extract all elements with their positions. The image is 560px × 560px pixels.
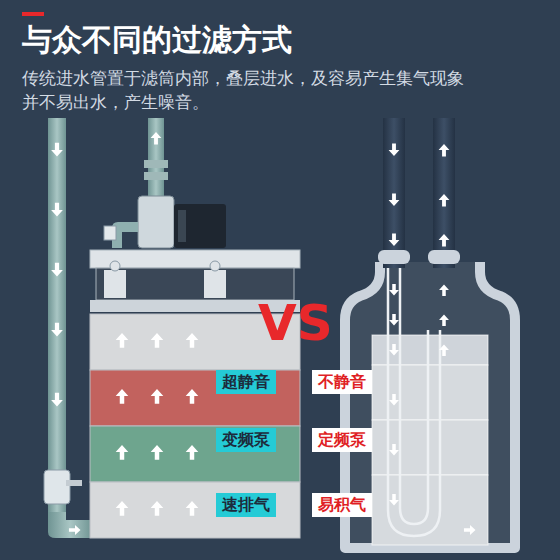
right-filter (345, 118, 515, 548)
flow-arrow (51, 263, 63, 277)
feature-text: 超静音 (222, 372, 270, 391)
flow-arrow (51, 393, 63, 407)
flow-arrow (389, 233, 400, 246)
flow-arrow (389, 444, 399, 456)
flow-arrow (116, 445, 129, 460)
flow-arrow (439, 194, 450, 207)
feature-tag: 超静音 (216, 370, 276, 394)
flow-arrow (439, 144, 450, 157)
feature-tag: 易积气 (312, 493, 372, 517)
feature-text: 变频泵 (222, 430, 270, 449)
flow-arrow (439, 285, 449, 297)
subtitle-note: 传统进水管置于滤筒内部，叠层进水，及容易产生集气现象 并不易出水，产生噪音。 (22, 66, 477, 114)
flow-arrow (439, 345, 449, 357)
flow-arrow (116, 501, 129, 516)
flow-arrow (186, 333, 199, 348)
flow-arrow (439, 315, 449, 327)
versus-mark: VS (258, 298, 333, 348)
flow-arrow (389, 143, 400, 156)
flow-arrow (51, 143, 63, 157)
flow-arrow (389, 394, 399, 406)
flow-arrow (151, 132, 162, 145)
flow-arrow (51, 203, 63, 217)
flow-arrow (151, 501, 164, 516)
feature-text: 不静音 (318, 372, 366, 391)
feature-tag: 不静音 (312, 370, 372, 394)
flow-arrow (151, 333, 164, 348)
flow-arrow (389, 284, 399, 296)
flow-arrow (389, 494, 399, 506)
flow-arrow (389, 314, 399, 326)
flow-arrow (464, 525, 476, 535)
flow-arrow (186, 445, 199, 460)
flow-arrow (389, 344, 399, 356)
flow-arrow (186, 389, 199, 404)
flow-arrow (151, 389, 164, 404)
feature-text: 定频泵 (318, 430, 366, 449)
flow-arrow (116, 389, 129, 404)
flow-arrow (389, 193, 400, 206)
feature-tag: 速排气 (216, 493, 276, 517)
flow-arrow (151, 445, 164, 460)
flow-arrow (51, 323, 63, 337)
flow-arrow (186, 501, 199, 516)
flow-arrow (69, 525, 81, 535)
accent-bar (22, 12, 44, 16)
page-title: 与众不同的过滤方式 (22, 20, 292, 61)
feature-text: 易积气 (318, 495, 366, 514)
flow-arrow (439, 234, 450, 247)
feature-text: 速排气 (222, 495, 270, 514)
feature-tag: 定频泵 (312, 428, 372, 452)
flow-arrows (51, 132, 475, 535)
feature-tag: 变频泵 (216, 428, 276, 452)
flow-arrow (116, 333, 129, 348)
